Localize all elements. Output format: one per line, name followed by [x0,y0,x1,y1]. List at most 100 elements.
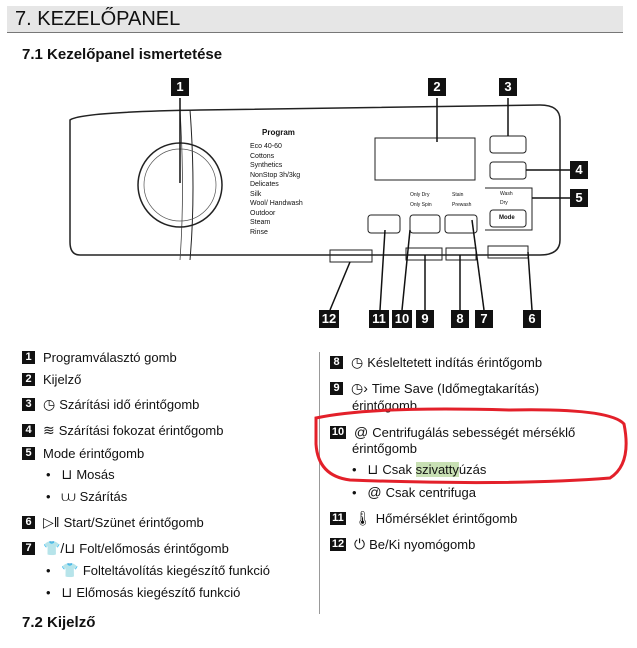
stain-label: Stain [452,192,464,198]
program-item: Delicates [250,181,279,188]
legend-num: 6 [22,516,35,529]
legend-item-9-cont: érintőgomb [352,398,418,413]
legend-item-10-cont: érintőgomb [352,441,418,456]
legend-num: 8 [330,356,343,369]
program-item: Wool/ Handwash [250,200,303,207]
legend-num: 5 [22,447,35,460]
callout-2: 2 [428,78,446,96]
legend-item-3: 3 ◷ Szárítási idő érintőgomb [22,396,199,413]
legend-text: Hőmérséklet érintőgomb [375,511,518,526]
legend-item-10: 10 @ Centrifugálás sebességét mérséklő [330,424,575,440]
program-item: Steam [250,219,271,226]
legend-bullet-dry: • ⩊Szárítás [46,488,128,504]
legend-item-1: 1 Programválasztó gomb [22,350,177,365]
legend-item-5: 5 Mode érintőgomb [22,446,144,461]
legend-bullet-spin: • @Csak centrifuga [352,484,476,500]
program-item: Eco 40-60 [250,143,282,150]
time-save-icon: ◷› [351,380,368,396]
legend-text: Szárítási fokozat érintőgomb [58,423,224,438]
legend-item-12: 12 ⏻ Be/Ki nyomógomb [330,536,475,553]
legend-num: 3 [22,398,35,411]
legend-bullet-stain: • 👕Folteltávolítás kiegészítő funkció [46,562,270,578]
only-spin-label: Only Spin [410,202,432,208]
legend-num: 4 [22,424,35,437]
callout-6: 6 [523,310,541,328]
legend-item-6: 6 ▷‖ Start/Szünet érintőgomb [22,514,204,531]
section-title-71: 7.1 Kezelőpanel ismertetése [22,46,223,63]
legend-num: 9 [330,382,343,395]
legend-text: úzás [458,462,487,477]
stain-icon: 👕 [61,562,79,578]
only-dry-label: Only Dry [410,192,430,198]
legend-num: 7 [22,542,35,555]
program-item: Cottons [250,152,275,160]
power-icon: ⏻ [354,536,366,552]
legend-text: Centrifugálás sebességét mérséklő [372,424,576,440]
dry-time-icon: ◷ [43,396,56,412]
callout-1: 1 [171,78,189,96]
mode-label: Mode [499,215,515,221]
legend-num: 2 [22,373,35,386]
drain-icon: ⊔ [367,461,379,477]
dry-level-icon: ≋ [43,422,55,438]
dry-tub-icon: ⩊ [61,488,76,504]
legend-text: Mosás [76,467,115,482]
legend-item-8: 8 ◷ Késleltetett indítás érintőgomb [330,354,542,371]
callout-3: 3 [499,78,517,96]
program-item: Rinse [250,228,268,236]
legend-text: Programválasztó gomb [43,350,177,365]
spin-only-icon: @ [367,484,382,500]
legend-num: 10 [330,425,346,439]
legend-text: Folteltávolítás kiegészítő funkció [82,563,270,578]
stain-prewash-icon: 👕/⊔ [43,540,76,556]
prewash-icon: ⊔ [61,584,73,600]
program-item: Outdoor [250,209,276,217]
callout-10: 10 [392,310,412,328]
legend-num: 11 [330,512,346,525]
prewash-label: Prewash [452,202,472,208]
program-item: NonStop 3h/3kg [250,171,301,179]
wash-tub-icon: ⊔ [61,466,73,482]
legend-text: Szárítási idő érintőgomb [59,397,200,412]
legend-bullet-wash: • ⊔Mosás [46,466,115,482]
callout-11: 11 [369,310,389,328]
program-list: Eco 40-60 Cottons Synthetics NonStop 3h/… [250,142,303,237]
callout-12: 12 [319,310,339,328]
play-pause-icon: ▷‖ [43,514,60,530]
legend-num: 12 [330,538,346,551]
legend-text: Csak centrifuga [385,485,476,500]
program-item: Silk [250,190,262,198]
legend-text: Folt/előmosás érintőgomb [79,541,229,556]
legend-text: Csak [382,462,416,477]
legend-item-9: 9 ◷› Time Save (Időmegtakarítás) [330,380,539,397]
thermometer-icon: 🌡 [354,510,372,526]
legend-item-4: 4 ≋ Szárítási fokozat érintőgomb [22,422,223,439]
control-panel-diagram: Program Eco 40-60 Cottons Synthetics Non… [0,70,637,340]
legend-text: Time Save (Időmegtakarítás) [371,381,540,396]
callout-9: 9 [416,310,434,328]
callout-7: 7 [475,310,493,328]
section-title-72: 7.2 Kijelző [22,614,96,631]
callout-5: 5 [570,189,588,207]
legend-text: Késleltetett indítás érintőgomb [367,355,543,370]
legend-item-7: 7 👕/⊔ Folt/előmosás érintőgomb [22,540,229,557]
legend-text: Start/Szünet érintőgomb [63,515,204,530]
column-divider [319,352,320,614]
legend-item-2: 2 Kijelző [22,372,81,387]
chapter-title: 7. KEZELŐPANEL [15,8,181,30]
highlighted-text: szivatty [415,462,459,477]
spin-icon: @ [354,424,369,440]
program-item: Synthetics [250,162,283,169]
legend-num: 1 [22,351,35,364]
panel-drawing [69,98,570,311]
legend-item-11: 11 🌡 Hőmérséklet érintőgomb [330,510,517,527]
legend-text: Be/Ki nyomógomb [369,537,476,552]
callout-4: 4 [570,161,588,179]
legend-text: Kijelző [43,372,82,387]
dry-label: Dry [500,200,508,206]
legend-text: Előmosás kiegészítő funkció [76,585,241,600]
delay-start-icon: ◷ [351,354,364,370]
program-title: Program [262,128,295,137]
legend-bullet-drain: • ⊔Csak szivattyúzás [352,461,487,477]
callout-8: 8 [451,310,469,328]
